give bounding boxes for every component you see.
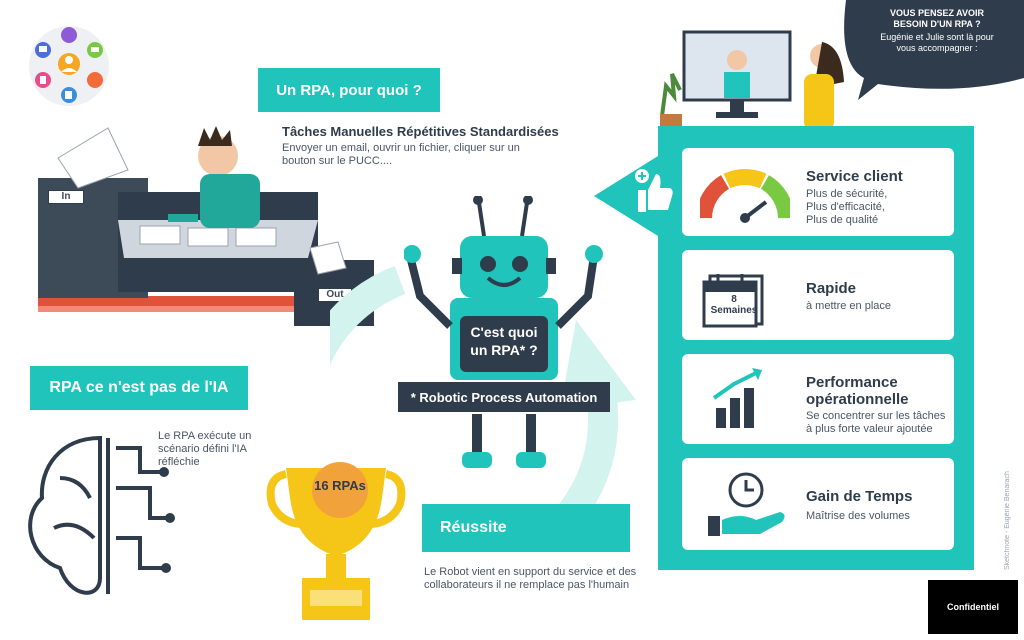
why-rpa-title: Un RPA, pour quoi ? [258, 68, 440, 112]
benefit-line: à plus forte valeur ajoutée [806, 423, 933, 435]
not-ai-text: Le RPA exécute un scénario défini l'IA r… [158, 430, 252, 468]
brain-circuit-icon [28, 435, 175, 595]
robot-question-line2: un RPA* ? [470, 342, 538, 358]
credit-text: Sketchnote - Eugénie Benarach [1004, 471, 1011, 570]
contact-title: VOUS PENSEZ AVOIR BESOIN D'UN RPA ? [889, 8, 985, 29]
benefit-title: Performance opérationnelle [806, 374, 909, 408]
why-rpa-subtitle: Tâches Manuelles Répétitives Standardisé… [282, 124, 559, 139]
success-title: Réussite [422, 504, 630, 552]
communication-hexagon-icon [29, 26, 109, 106]
benefit-title: Service client [806, 168, 903, 185]
benefit-card-service-client: Service client Plus de sécurité, Plus d'… [682, 148, 954, 236]
why-rpa-text: Envoyer un email, ouvrir un fichier, cli… [282, 142, 520, 167]
thumbs-up-plus-icon [635, 169, 673, 212]
benefit-title: Rapide [806, 280, 857, 297]
benefit-line: Se concentrer sur les tâches [806, 410, 946, 422]
contact-text: Eugénie et Julie sont là pour vous accom… [880, 32, 994, 53]
clock-hand-icon [708, 472, 785, 536]
satisfaction-gauge-icon [700, 169, 790, 223]
trophy-label: 16 RPAs [314, 478, 366, 493]
success-text: Le Robot vient en support du service et … [424, 566, 637, 591]
growth-chart-icon [712, 368, 762, 428]
benefit-line: à mettre en place [806, 300, 891, 312]
confidential-badge: Confidentiel [928, 580, 1018, 634]
not-ai-title: RPA ce n'est pas de l'IA [30, 366, 248, 410]
benefit-card-gain-temps: Gain de Temps Maîtrise des volumes [682, 458, 954, 550]
benefit-card-rapide: 8 Semaines Rapide à mettre en place [682, 250, 954, 340]
robot-footnote: * Robotic Process Automation [398, 382, 610, 412]
benefit-title: Gain de Temps [806, 488, 913, 505]
benefit-card-performance: Performance opérationnelle Se concentrer… [682, 354, 954, 444]
speech-bubble [844, 0, 1024, 100]
benefit-line: Maîtrise des volumes [806, 510, 910, 522]
benefit-line: Plus de sécurité, [806, 188, 888, 200]
in-tray-label: In [48, 190, 84, 204]
video-call-illustration [660, 30, 844, 130]
benefit-line: Plus d'efficacité, [806, 201, 885, 213]
benefit-line: Plus de qualité [806, 214, 879, 226]
robot-question-line1: C'est quoi [470, 324, 538, 340]
calendar-text: 8 Semaines [710, 294, 758, 316]
calendar-icon [702, 274, 764, 328]
